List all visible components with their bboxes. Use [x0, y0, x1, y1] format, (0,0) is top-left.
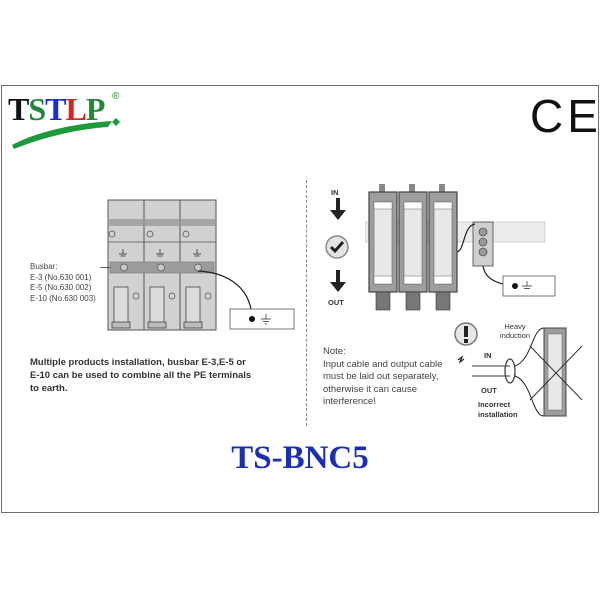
incorrect-in-label: IN — [484, 351, 492, 360]
note-text: Note: Input cable and output cable must … — [323, 346, 443, 407]
out-label: OUT — [328, 298, 344, 307]
busbar-e3: E-3 (No.630 001) — [30, 272, 92, 282]
model-title: TS-BNC5 — [231, 440, 369, 476]
product-panel — [1, 85, 599, 513]
in-label: IN — [331, 188, 339, 197]
busbar-device-diagram — [100, 199, 295, 331]
arrow-down-icon — [330, 270, 346, 292]
surge-protector-modules-diagram — [365, 184, 556, 311]
brand-logo: TSTLP ® — [8, 91, 128, 153]
registered-mark: ® — [112, 91, 120, 102]
incorrect-installation-diagram — [454, 322, 583, 417]
logo-swoosh-icon — [12, 118, 120, 149]
busbar-label: Busbar: E-3 (No.630 001) E-5 (No.630 002… — [30, 262, 96, 303]
arrow-down-icon — [330, 198, 346, 220]
installation-description: Multiple products installation, busbar E… — [30, 357, 252, 394]
ce-mark: CE — [530, 90, 600, 142]
section-divider — [306, 180, 307, 426]
heavy-induction-label: Heavy induction — [499, 322, 531, 340]
checkmark-icon — [325, 235, 349, 259]
incorrect-out-label: OUT — [481, 386, 497, 395]
incorrect-installation-caption: Incorrect installation — [478, 400, 518, 419]
busbar-e5: E-5 (No.630 002) — [30, 283, 92, 292]
logo-text: TSTLP — [8, 91, 105, 127]
busbar-e10: E-10 (No.630 003) — [30, 293, 96, 303]
